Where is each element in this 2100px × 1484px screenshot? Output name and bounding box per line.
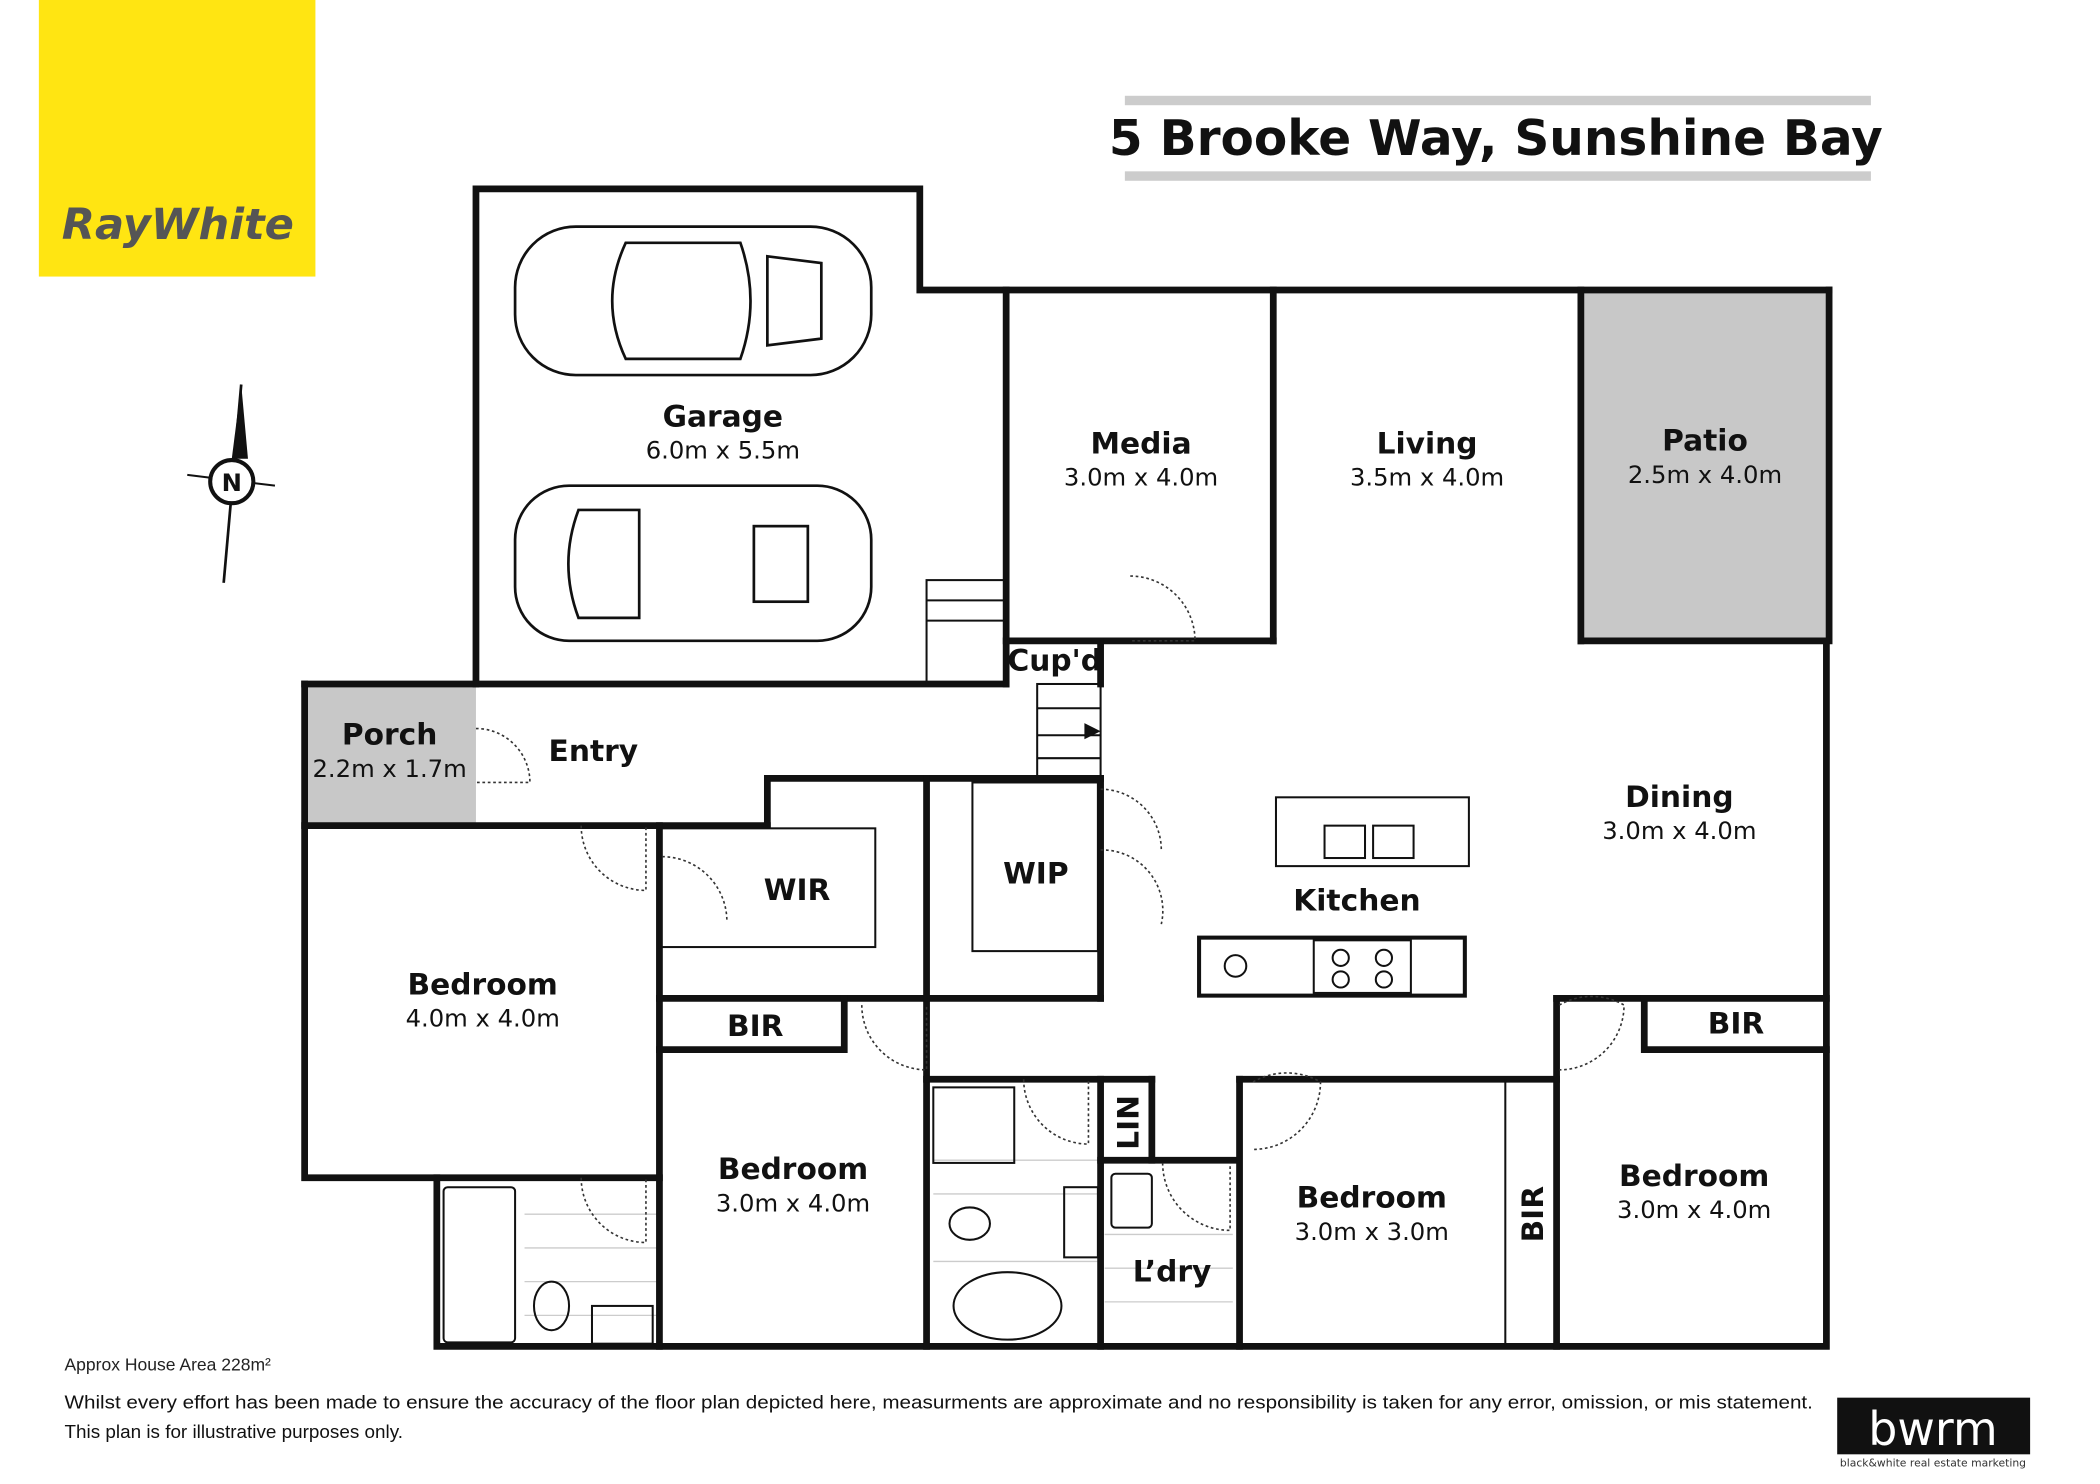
house-area: Approx House Area 228m² [64,1355,271,1375]
svg-text:bwrm: bwrm [1868,1402,1997,1456]
bedroom-3-label: Bedroom [1297,1179,1447,1214]
kitchen-label: Kitchen [1293,883,1420,918]
door-swings [475,575,1625,1244]
garage-label: Garage [663,398,783,433]
kitchen-bench [1197,935,1467,998]
linen-label: LIN [1110,1095,1145,1150]
wip-label: WIP [1003,856,1069,891]
cupboard-label: Cup'd [1007,642,1101,677]
media-dims: 3.0m x 4.0m [1064,463,1218,492]
bedroom-3-dims: 3.0m x 3.0m [1295,1217,1449,1246]
patio-label: Patio [1662,423,1748,458]
svg-text:N: N [222,468,242,497]
car-icon [513,225,873,377]
bedroom-main-dims: 4.0m x 4.0m [406,1004,560,1033]
bathroom-fixtures [442,1086,1153,1345]
bedroom-4-dims: 3.0m x 4.0m [1617,1195,1771,1224]
disclaimer-line-2: This plan is for illustrative purposes o… [64,1422,403,1443]
entry-label: Entry [549,733,639,768]
living-dims: 3.5m x 4.0m [1350,463,1504,492]
raywhite-logo: RayWhite [38,0,316,277]
kitchen-island [1274,796,1470,868]
bir-left-label: BIR [727,1008,784,1043]
svg-text:RayWhite: RayWhite [62,200,294,250]
bedroom-main-label: Bedroom [408,966,558,1001]
car-icon [513,484,873,643]
patio-dims: 2.5m x 4.0m [1628,460,1782,489]
laundry-label: L’dry [1133,1254,1212,1289]
svg-text:5 Brooke Way, Sunshine Bay: 5 Brooke Way, Sunshine Bay [1109,111,1883,167]
property-title: 5 Brooke Way, Sunshine Bay [1109,95,1883,181]
stairs-icon [925,579,1102,780]
living-label: Living [1377,425,1478,460]
bedroom-4-label: Bedroom [1619,1158,1769,1193]
wir-label: WIR [764,872,831,907]
disclaimer-line-1: Whilst every effort has been made to ens… [64,1392,1812,1413]
dining-label: Dining [1625,779,1733,814]
north-compass-icon: N [187,384,276,583]
porch-dims: 2.2m x 1.7m [312,754,466,783]
walls [301,185,1833,1350]
porch-area [304,683,476,826]
bedroom-2-label: Bedroom [718,1151,868,1186]
porch-label: Porch [342,717,437,752]
tiled-floor [524,1159,1233,1317]
bir-right-label: BIR [1708,1005,1765,1040]
bwrm-logo: bwrm black&white real estate marketing [1837,1397,2031,1469]
patio-area [1580,290,1830,641]
room-labels: Garage 6.0m x 5.5m Media 3.0m x 4.0m Liv… [312,398,1782,1288]
svg-text:black&white real estate market: black&white real estate marketing [1840,1456,2026,1469]
bir-mid-label: BIR [1515,1186,1550,1243]
media-label: Media [1091,425,1192,460]
footer: Approx House Area 228m² Whilst every eff… [64,1355,1812,1443]
bedroom-2-dims: 3.0m x 4.0m [716,1188,870,1217]
garage-dims: 6.0m x 5.5m [646,436,800,465]
dining-dims: 3.0m x 4.0m [1602,816,1756,845]
